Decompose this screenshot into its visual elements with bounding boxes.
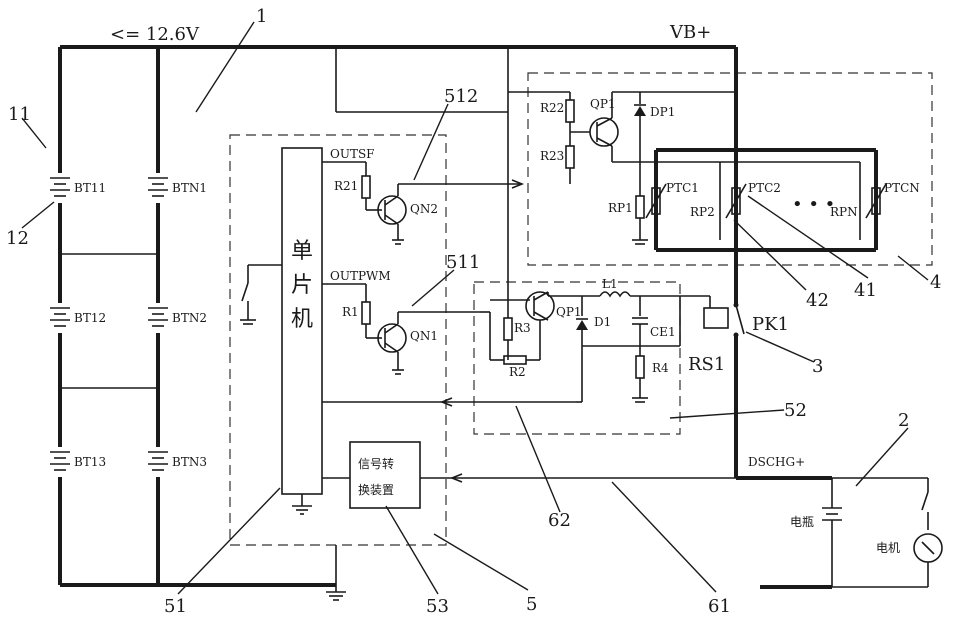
label-rs1: RS1 (688, 354, 725, 375)
ref-1: 1 (256, 6, 267, 27)
battery-bt11 (50, 173, 70, 203)
ref-62: 62 (548, 510, 571, 531)
resistor-r4 (636, 356, 644, 378)
resistor-rp1 (636, 196, 644, 218)
label-l1: L1 (602, 277, 618, 291)
relay-coil-rs1 (704, 308, 728, 328)
label-bt11: BT11 (74, 181, 106, 195)
mcu-char-3: 机 (291, 307, 313, 332)
battery-btn1 (148, 173, 168, 203)
label-vb-plus: VB+ (669, 22, 711, 43)
battery-bt13 (50, 447, 70, 477)
ref-41: 41 (854, 280, 877, 301)
label-ce1: CE1 (650, 325, 676, 339)
label-outsf: OUTSF (330, 147, 375, 161)
label-ptc2: PTC2 (748, 181, 781, 195)
ref-61: 61 (708, 596, 731, 617)
mcu-char-1: 单 (291, 239, 313, 264)
label-r1: R1 (342, 305, 359, 319)
ref-4: 4 (930, 272, 941, 293)
ref-2: 2 (898, 410, 909, 431)
mcu-section: 单 片 机 OUTSF R21 QN (240, 47, 736, 600)
label-rpn: RPN (830, 205, 858, 219)
label-pk1: PK1 (752, 314, 789, 335)
label-ptcn: PTCN (884, 181, 920, 195)
label-r22: R22 (540, 101, 564, 115)
label-ptc1: PTC1 (666, 181, 699, 195)
label-rp2: RP2 (690, 205, 715, 219)
label-d1: D1 (594, 315, 611, 329)
label-voltage: <= 12.6V (110, 24, 200, 45)
label-bt12: BT12 (74, 311, 106, 325)
external-battery-motor: 电瓶 电机 DSCHG+ (748, 455, 942, 587)
pwm-drive-block: R2 R3 QP1 L1 D1 CE1 R4 (480, 277, 789, 402)
battery-bt12 (50, 303, 70, 333)
label-btn1: BTN1 (172, 181, 207, 195)
diode-dp1 (634, 106, 646, 116)
resistor-r1 (362, 302, 370, 324)
ptc-ellipsis: • • • (792, 194, 835, 215)
label-rp1: RP1 (608, 201, 633, 215)
ref-11: 11 (8, 104, 31, 125)
label-motor-cn: 电机 (876, 541, 900, 555)
label-bt13: BT13 (74, 455, 106, 469)
battery-btn2 (148, 303, 168, 333)
label-qp1-pwm: QP1 (556, 305, 582, 319)
inductor-l1 (600, 292, 630, 296)
resistor-r22 (566, 100, 574, 122)
resistor-r3 (504, 318, 512, 340)
label-btn2: BTN2 (172, 311, 207, 325)
ref-42: 42 (806, 290, 829, 311)
ref-3: 3 (812, 356, 823, 377)
battery-pack: BT11 BT12 BT13 BTN1 BTN2 BTN3 (50, 173, 207, 477)
signal-converter-line1: 信号转 (358, 456, 394, 471)
ref-53: 53 (426, 596, 449, 617)
ref-511: 511 (446, 252, 480, 273)
label-r4: R4 (652, 361, 669, 375)
heater-block: R22 R23 QP1 DP1 RP1 PTC1 (508, 92, 920, 250)
resistor-r23 (566, 146, 574, 168)
battery-btn3 (148, 447, 168, 477)
block-heater-4 (528, 73, 932, 265)
diode-d1 (576, 320, 588, 330)
label-r23: R23 (540, 149, 564, 163)
label-r2: R2 (509, 365, 526, 379)
mcu-char-2: 片 (291, 273, 313, 298)
label-outpwm: OUTPWM (330, 269, 391, 283)
resistor-r21 (362, 176, 370, 198)
label-dp1: DP1 (650, 105, 675, 119)
ref-512: 512 (444, 86, 478, 107)
ref-52: 52 (784, 400, 807, 421)
label-battery-cn: 电瓶 (790, 515, 814, 529)
label-qn2: QN2 (410, 202, 438, 216)
label-dschg: DSCHG+ (748, 455, 805, 469)
label-r21: R21 (334, 179, 358, 193)
ref-5: 5 (526, 594, 537, 615)
ref-51: 51 (164, 596, 187, 617)
label-r3: R3 (514, 321, 531, 335)
signal-converter (350, 442, 420, 508)
signal-converter-line2: 换装置 (358, 483, 394, 497)
label-qn1: QN1 (410, 329, 438, 343)
label-btn3: BTN3 (172, 455, 207, 469)
ref-12: 12 (6, 228, 29, 249)
